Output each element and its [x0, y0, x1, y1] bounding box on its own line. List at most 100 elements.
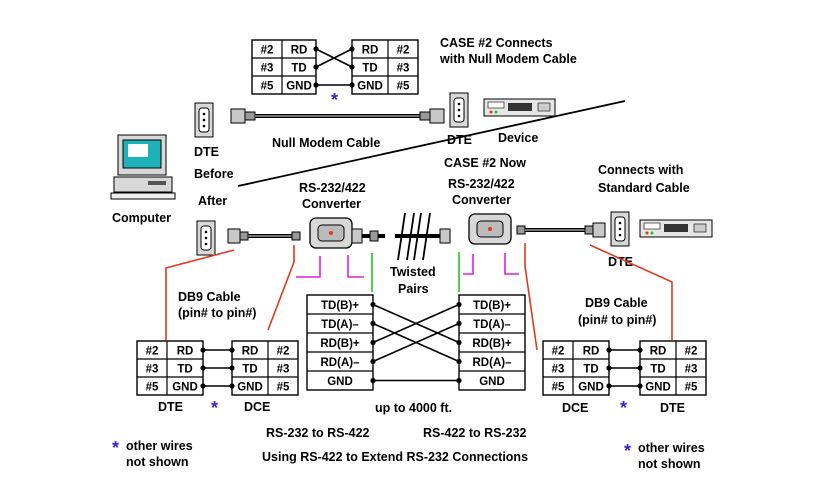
pin-table-cell: #5	[261, 81, 274, 93]
rs422-signal-cell: GND	[479, 376, 505, 388]
pin-table-cell: TD	[650, 364, 665, 376]
converter-left-line2: Converter	[302, 197, 361, 211]
converter-right-line1: RS-232/422	[448, 177, 515, 191]
dte-left-bottom-label: DTE	[158, 400, 183, 414]
rs422-left-table: TD(B)+ TD(A)– RD(B)+ RD(A)– GND	[306, 294, 374, 391]
before-label: Before	[194, 167, 234, 181]
device-icon	[639, 219, 713, 238]
device-icon	[483, 98, 556, 117]
pin-table-cell: RD	[583, 346, 600, 358]
asterisk-note-right: *	[624, 441, 631, 461]
asterisk-bottom-right: *	[620, 398, 627, 418]
pin-table-cell: RD	[242, 346, 259, 358]
rs422-signal-cell: RD(A)–	[473, 357, 513, 369]
pin-table-cell: #5	[146, 382, 159, 394]
pin-table-cell: #3	[685, 364, 698, 376]
pin-table-cell: GND	[645, 382, 671, 394]
pin-table-cell: GND	[172, 382, 198, 394]
rs422-signal-cell: RD(B)+	[472, 338, 512, 350]
rs422-signal-cell: RD(B)+	[320, 338, 360, 350]
pin-table-cell: #3	[146, 364, 159, 376]
pin-table-cell: #2	[397, 45, 410, 57]
null-modem-crossover-wires	[313, 46, 355, 88]
pin-table-cell: #5	[552, 382, 565, 394]
rs232-422-converter-right-icon	[468, 213, 512, 245]
asterisk-note-left: *	[112, 438, 119, 458]
pin-table-cell: GND	[357, 81, 383, 93]
case2-std-line1: CASE #2 Now	[444, 156, 526, 170]
rs422-signal-cell: GND	[327, 376, 353, 388]
db9-cable-right-icon	[516, 222, 606, 238]
case2-null-line1: CASE #2 Connects	[440, 36, 553, 50]
pin-table-cell: #2	[146, 346, 159, 358]
twisted-pairs-line1: Twisted	[390, 265, 436, 279]
up-to-distance-label: up to 4000 ft.	[375, 401, 452, 415]
dce-left-bottom-label: DCE	[244, 400, 270, 414]
device-label: Device	[498, 131, 538, 145]
pin-table-cell: #5	[685, 382, 698, 394]
db9-left-line1: DB9 Cable	[178, 290, 241, 304]
converter-left-line1: RS-232/422	[299, 181, 366, 195]
pin-table-cell: GND	[237, 382, 263, 394]
pin-table-cell: #3	[397, 63, 410, 75]
pin-table-cell: #2	[277, 346, 290, 358]
rs422-signal-cell: TD(A)–	[473, 319, 511, 331]
case2-null-line2: with Null Modem Cable	[439, 52, 577, 66]
pin-table-cell: #2	[552, 346, 565, 358]
pin-table-cell: TD	[242, 364, 257, 376]
bottom-right-straight-wires	[606, 347, 643, 389]
before-after-divider	[237, 100, 626, 187]
top-pin-table-left: #2 RD #3 TD #5 GND	[251, 39, 317, 95]
rs232-to-rs422-label: RS-232 to RS-422	[266, 426, 370, 440]
dte-right-label: DTE	[608, 255, 633, 269]
db9-connector-icon	[194, 102, 214, 138]
pin-table-cell: #3	[552, 364, 565, 376]
null-modem-cable-label: Null Modem Cable	[272, 136, 380, 150]
twisted-pair-cable-icon	[351, 212, 451, 261]
rs422-signal-cell: TD(B)+	[321, 300, 359, 312]
pin-table-cell: RD	[362, 45, 379, 57]
note-right-line2: not shown	[638, 457, 701, 471]
pin-table-cell: GND	[286, 81, 312, 93]
asterisk-bottom-left: *	[211, 398, 218, 418]
null-modem-cable-icon	[230, 108, 445, 124]
case2-std-line3: Standard Cable	[598, 181, 690, 195]
note-right-line1: other wires	[638, 441, 705, 455]
db9-cable-left-icon	[227, 228, 301, 244]
pin-table-cell: TD	[362, 63, 377, 75]
pin-table-cell: #5	[277, 382, 290, 394]
db9-right-line1: DB9 Cable	[585, 296, 648, 310]
pin-table-cell: RD	[291, 45, 308, 57]
pin-table-cell: #3	[277, 364, 290, 376]
after-label: After	[198, 194, 227, 208]
computer-icon	[110, 134, 176, 200]
rs422-signal-cell: TD(B)+	[473, 300, 511, 312]
bottom-left-straight-wires	[200, 347, 235, 389]
pin-table-cell: #3	[261, 63, 274, 75]
pin-table-cell: #5	[397, 81, 410, 93]
pin-table-cell: #2	[261, 45, 274, 57]
db9-left-line2: (pin# to pin#)	[178, 306, 256, 320]
rs422-signal-cell: RD(A)–	[321, 357, 361, 369]
rs422-signal-cell: TD(A)–	[321, 319, 359, 331]
asterisk-top: *	[331, 90, 338, 110]
pin-table-cell: RD	[650, 346, 667, 358]
dte-top-label: DTE	[194, 145, 219, 159]
pin-table-cell: TD	[177, 364, 192, 376]
pin-table-cell: #2	[685, 346, 698, 358]
db9-connector-icon	[449, 92, 469, 128]
twisted-pairs-line2: Pairs	[398, 282, 429, 296]
pin-table-cell: TD	[291, 63, 306, 75]
rs422-to-rs232-label: RS-422 to RS-232	[423, 426, 527, 440]
note-left-line2: not shown	[126, 455, 189, 469]
leader-lines	[165, 243, 673, 351]
note-left-line1: other wires	[126, 439, 193, 453]
db9-connector-icon	[610, 211, 630, 247]
pin-table-cell: TD	[583, 364, 598, 376]
dte-right-bottom-label: DTE	[660, 401, 685, 415]
